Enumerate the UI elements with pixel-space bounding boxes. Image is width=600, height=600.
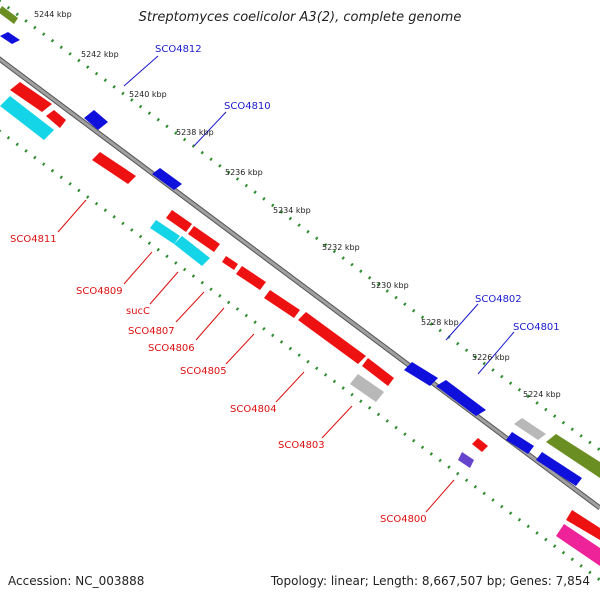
scale-track-upper [0,0,600,452]
gene-sco4804[interactable] [362,358,394,386]
gene-sco4809[interactable] [150,220,180,244]
gene-label-sco4804[interactable]: SCO4804 [230,404,277,415]
gene-label-sco4810[interactable]: SCO4810 [224,101,271,112]
scale-labels: 5244 kbp 5242 kbp 5240 kbp 5238 kbp 5236… [34,10,561,399]
gene-label-sco4805[interactable]: SCO4805 [180,366,227,377]
scale-label: 5240 kbp [129,90,167,99]
gene-sco4807[interactable] [222,256,238,270]
gene-red-3[interactable] [166,210,192,232]
gene-red-6[interactable] [472,438,488,452]
gene-sco4805[interactable] [264,290,300,318]
gene-red-right[interactable] [566,510,600,540]
gene-succ[interactable] [174,236,210,266]
gene-label-sco4812[interactable]: SCO4812 [155,44,202,55]
scale-label: 5224 kbp [523,390,561,399]
gene-cyan-1[interactable] [0,96,54,140]
genome-backbone [0,56,600,511]
gene-magenta[interactable] [556,524,600,566]
gene-blue-small-1[interactable] [84,110,108,130]
gene-red-1[interactable] [10,82,52,112]
gene-labels-forward: SCO4812 SCO4810 SCO4802 SCO4801 [155,44,560,333]
scale-label: 5244 kbp [34,10,72,19]
gene-sco4800[interactable] [458,452,474,468]
gene-sco4806[interactable] [236,266,266,290]
gene-blue-low-2[interactable] [536,452,582,486]
leader-lines [57,55,515,513]
accession-text: Accession: NC_003888 [8,574,145,588]
scale-label: 5232 kbp [322,243,360,252]
scale-label: 5234 kbp [273,206,311,215]
gene-sco4811[interactable] [92,152,136,184]
gene-label-sco4811[interactable]: SCO4811 [10,234,57,245]
map-title: Streptomyces coelicolor A3(2), complete … [138,10,462,25]
gene-red-5[interactable] [298,312,366,364]
gene-grey-1[interactable] [514,418,546,440]
scale-label: 5242 kbp [81,50,119,59]
gene-red-2[interactable] [46,110,66,128]
scale-label: 5226 kbp [472,353,510,362]
gene-blue-low-1[interactable] [506,432,534,454]
gene-olive-top[interactable] [0,6,18,24]
gene-labels-reverse: SCO4811 SCO4809 sucC SCO4807 SCO4806 SCO… [10,234,427,525]
scale-label: 5230 kbp [371,281,409,290]
gene-sco4803[interactable] [350,374,384,402]
scale-label: 5238 kbp [176,128,214,137]
genome-summary-text: Topology: linear; Length: 8,667,507 bp; … [270,574,590,588]
gene-label-sco4803[interactable]: SCO4803 [278,440,325,451]
gene-label-sco4801[interactable]: SCO4801 [513,322,560,333]
gene-label-succ[interactable]: sucC [126,306,150,317]
gene-label-sco4802[interactable]: SCO4802 [475,294,522,305]
gene-sco4802[interactable] [404,362,438,386]
scale-label: 5228 kbp [421,318,459,327]
gene-blue-small-2[interactable] [152,168,182,190]
scale-track-lower [0,129,600,582]
gene-label-sco4809[interactable]: SCO4809 [76,286,123,297]
gene-label-sco4807[interactable]: SCO4807 [128,326,175,337]
gene-sco4812[interactable] [0,32,20,44]
gene-olive-right[interactable] [546,434,600,478]
gene-red-4[interactable] [188,226,220,252]
gene-label-sco4800[interactable]: SCO4800 [380,514,427,525]
gene-blue-large[interactable] [436,380,486,416]
gene-features [0,6,600,566]
scale-label: 5236 kbp [225,168,263,177]
gene-label-sco4806[interactable]: SCO4806 [148,343,195,354]
